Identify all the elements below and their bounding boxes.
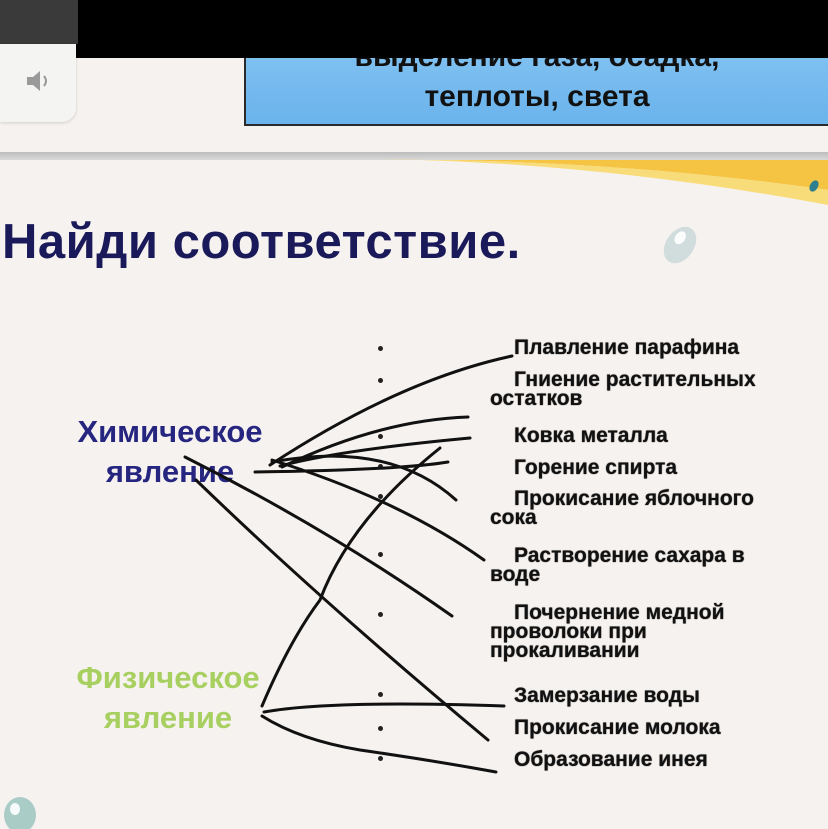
top-left-panel — [0, 0, 78, 44]
bullet — [378, 726, 383, 731]
list-item[interactable]: Замерзание воды — [514, 684, 700, 707]
list-item[interactable]: Ковка металла — [514, 424, 668, 447]
speaker-icon — [23, 68, 53, 99]
bullet — [378, 434, 383, 439]
list-item[interactable]: Прокисание молока — [514, 716, 721, 739]
list-item[interactable]: Плавление парафина — [514, 336, 740, 359]
bullet — [378, 552, 383, 557]
bullet — [378, 756, 383, 761]
physical-phenomenon-label: Физическое явление — [76, 660, 260, 735]
list-item[interactable]: Образование инея — [514, 748, 708, 771]
chemical-phenomenon-label: Химическое явление — [77, 414, 263, 489]
list-item[interactable]: Горение спирта — [514, 456, 678, 479]
bullet — [378, 612, 383, 617]
bullet — [378, 346, 383, 351]
header-line-2: теплоты, света — [424, 80, 650, 113]
header-definition-box: выделение газа, осадка, теплоты, света — [244, 58, 828, 126]
list-item[interactable]: Гниение растительных остатков — [490, 368, 756, 410]
divider-band — [0, 152, 828, 160]
list-item[interactable]: Почернение медной проволоки при прокалив… — [490, 601, 725, 662]
sound-button[interactable] — [0, 44, 76, 122]
page-title: Найди соответствие. — [2, 215, 521, 269]
bullet — [378, 464, 383, 469]
list-item[interactable]: Прокисание яблочного сока — [490, 487, 754, 529]
list-item[interactable]: Растворение сахара в воде — [490, 544, 745, 586]
top-black-bar — [0, 0, 828, 58]
bullet — [378, 378, 383, 383]
header-line-1: выделение газа, осадка, — [246, 58, 828, 74]
bullet — [378, 494, 383, 499]
bullet — [378, 692, 383, 697]
